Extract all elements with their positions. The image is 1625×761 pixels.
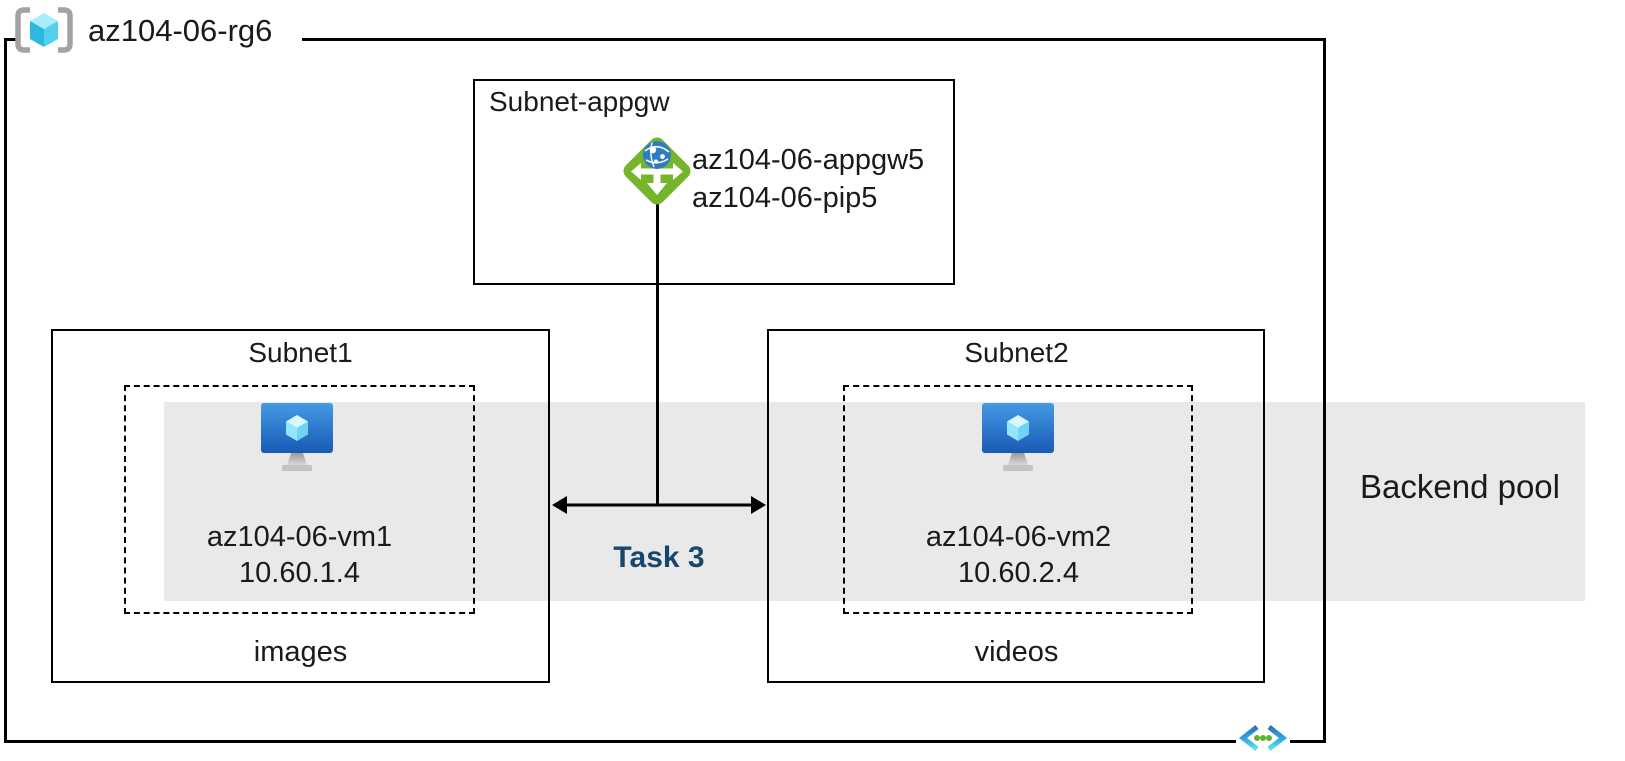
virtual-machine-icon [982,403,1054,471]
subnet2-box [767,329,1265,683]
subnet2-caption: videos [974,636,1059,668]
task-label: Task 3 [613,541,705,574]
subnet-appgw-title: Subnet-appgw [489,86,670,117]
backend-pool-band [164,402,1585,601]
public-ip-name: az104-06-pip5 [692,182,878,214]
subnet1-box [51,329,550,683]
resource-group-box [4,38,1326,743]
subnet1-caption: images [253,636,348,668]
vm2-name: az104-06-vm2 [925,521,1112,553]
backend-pool-label: Backend pool [1360,468,1560,505]
subnet-appgw-box [473,79,955,285]
vm2-ip: 10.60.2.4 [958,557,1079,589]
application-gateway-icon [623,137,691,205]
application-gateway-name: az104-06-appgw5 [692,144,925,176]
virtual-network-icon [1236,725,1290,751]
resource-group-name: az104-06-rg6 [88,13,273,48]
subnet-double-arrow [552,496,766,514]
subnet2-title: Subnet2 [964,337,1069,368]
vm1-dashed-box [124,385,475,614]
vm2-dashed-box [843,385,1193,614]
vm1-name: az104-06-vm1 [206,521,393,553]
resource-group-icon [15,7,73,53]
resource-group-border-gap [16,33,302,45]
vm1-ip: 10.60.1.4 [239,557,360,589]
subnet1-title: Subnet1 [248,337,353,368]
gateway-connector-line [656,203,659,505]
virtual-machine-icon [261,403,333,471]
